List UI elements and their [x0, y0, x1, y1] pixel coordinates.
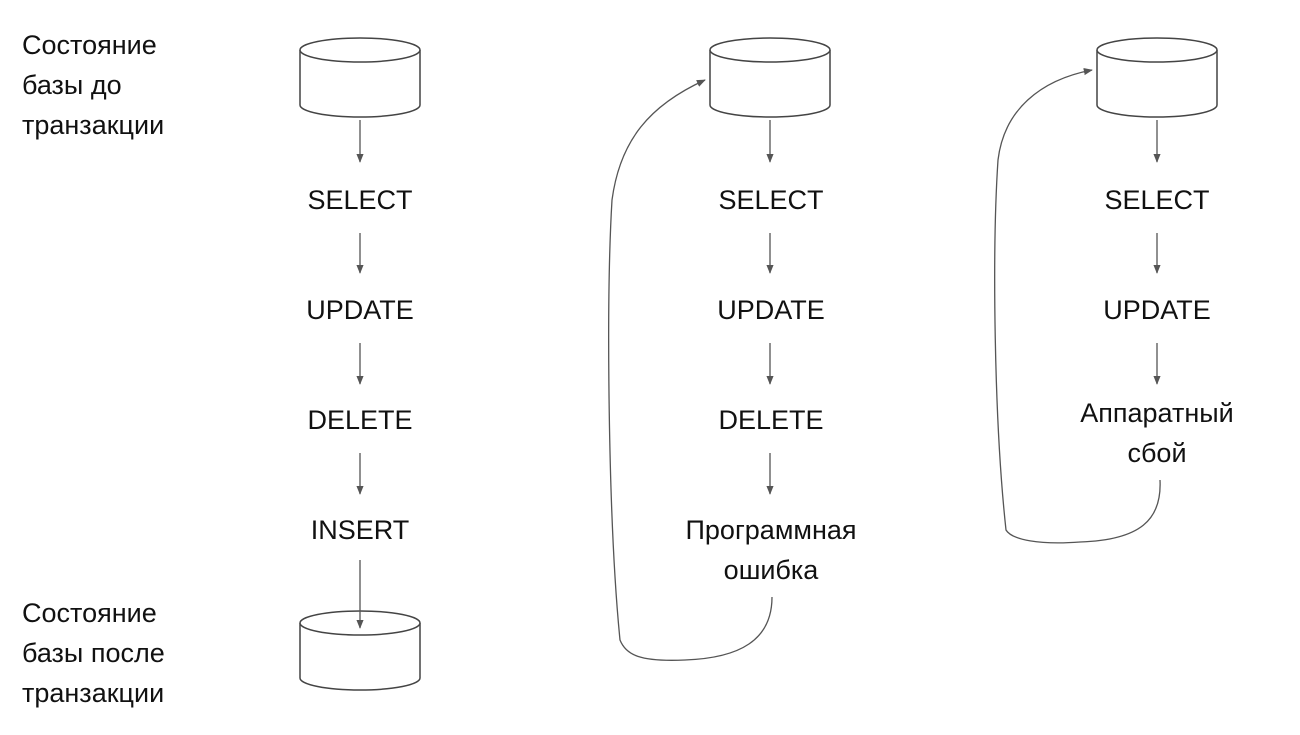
step-insert-col1: INSERT	[310, 515, 410, 545]
state-after-label: Состояние базы после транзакции	[22, 593, 165, 713]
software-error-line1: Программная	[685, 515, 857, 545]
state-after-line1: Состояние	[22, 598, 157, 628]
step-delete-col2: DELETE	[718, 405, 824, 435]
state-before-line1: Состояние	[22, 30, 157, 60]
state-before-label: Состояние базы до транзакции	[22, 25, 164, 145]
step-update-col1: UPDATE	[306, 295, 414, 325]
step-delete-col1: DELETE	[307, 405, 413, 435]
hardware-failure-line1: Аппаратный	[1080, 398, 1234, 428]
step-update-col2: UPDATE	[717, 295, 825, 325]
state-before-line2: базы до	[22, 70, 122, 100]
database-before-icon	[299, 37, 421, 118]
rollback-arrow-col2	[608, 79, 773, 661]
state-after-line2: базы после	[22, 638, 165, 668]
hardware-failure-label: Аппаратный сбой	[1037, 393, 1277, 473]
software-error-line2: ошибка	[723, 555, 819, 585]
software-error-label: Программная ошибка	[651, 510, 891, 590]
database-icon-col2	[709, 37, 831, 118]
step-select-col3: SELECT	[1104, 185, 1210, 215]
step-select-col1: SELECT	[307, 185, 413, 215]
rollback-arrow-col3	[994, 67, 1161, 544]
step-select-col2: SELECT	[718, 185, 824, 215]
hardware-failure-line2: сбой	[1127, 438, 1187, 468]
database-icon-col3	[1096, 37, 1218, 118]
step-update-col3: UPDATE	[1103, 295, 1211, 325]
state-before-line3: транзакции	[22, 110, 165, 140]
state-after-line3: транзакции	[22, 678, 165, 708]
